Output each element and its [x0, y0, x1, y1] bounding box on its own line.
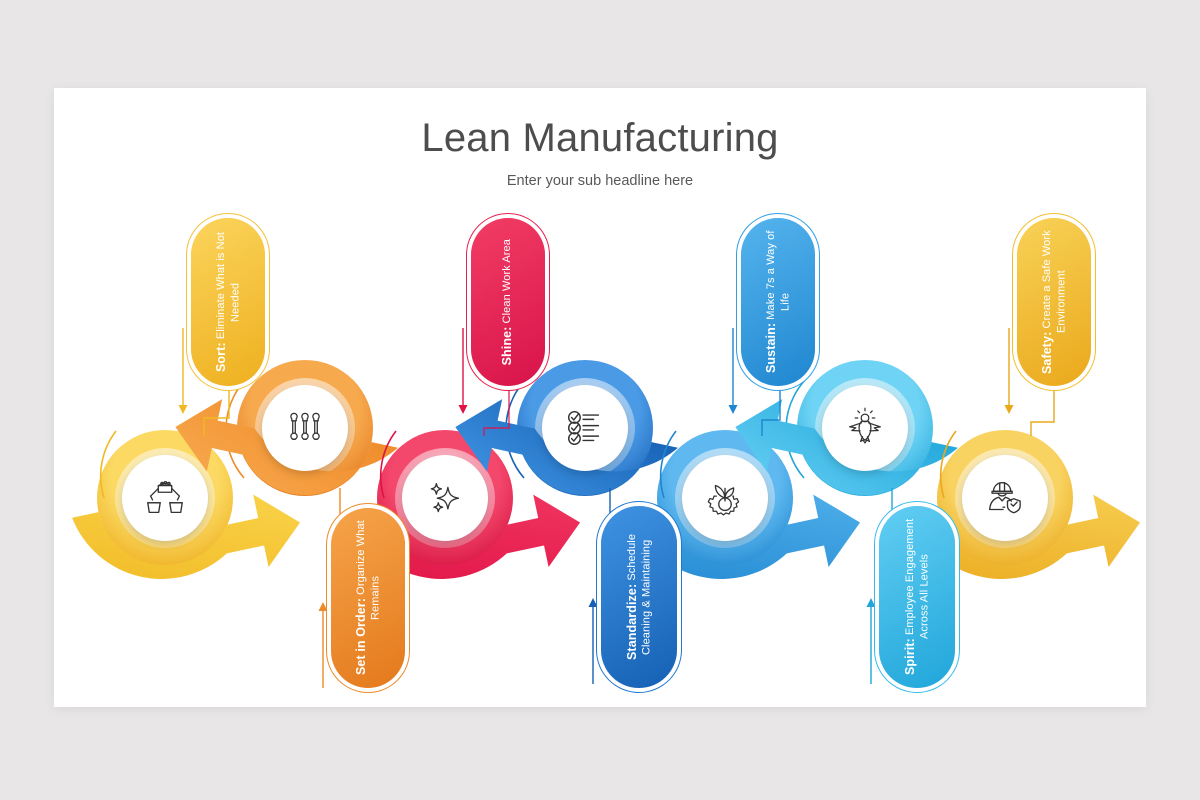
- step-7-subtitle: Create a Safe Work Environment: [1040, 230, 1067, 334]
- connector-7: [1030, 384, 1055, 436]
- pill-stems: [182, 328, 1010, 688]
- step-3-label-pill[interactable]: Shine: Clean Work Area: [471, 218, 545, 386]
- step-5-title: Sustain:: [763, 323, 778, 374]
- step-5-icon-disc[interactable]: [682, 455, 768, 541]
- page-title: Lean Manufacturing: [421, 116, 779, 160]
- step-3-label-text: Shine: Clean Work Area: [500, 229, 515, 375]
- sparkle-icon: [430, 482, 460, 513]
- step-4-label-pill[interactable]: Standardize: Schedule Cleaning & Maintai…: [601, 506, 677, 688]
- step-1-icon-disc[interactable]: [122, 455, 208, 541]
- safety-worker-icon: [988, 481, 1021, 514]
- pill-stem-arrowheads: [178, 405, 1014, 611]
- wrenches-icon: [290, 412, 320, 441]
- step-1-title: Sort:: [213, 342, 228, 373]
- checklist-icon: [567, 410, 600, 446]
- step-6-title: Spirit:: [902, 638, 917, 676]
- step-7-title: Safety:: [1039, 331, 1054, 374]
- step-2-label-pill[interactable]: Set in Order: Organize What Remains: [331, 508, 405, 688]
- connector-3: [483, 384, 510, 436]
- step-4-label-text: Standardize: Schedule Cleaning & Maintai…: [625, 506, 654, 688]
- step-7-icon-disc[interactable]: [962, 455, 1048, 541]
- connector-1: [203, 384, 230, 436]
- dove-icon: [849, 407, 881, 444]
- step-3-title: Shine:: [500, 326, 515, 366]
- step-7-label-text: Safety: Create a Safe Work Environment: [1040, 218, 1069, 386]
- step-2-title: Set in Order:: [353, 598, 368, 676]
- step-6-label-pill[interactable]: Spirit: Employee Engagement Across All L…: [879, 506, 955, 688]
- step-5-label-text: Sustain: Make 7s a Way of Life: [764, 218, 793, 386]
- step-6-subtitle: Employee Engagement Across All Levels: [903, 518, 930, 640]
- step-2-icon-disc[interactable]: [262, 385, 348, 471]
- sorting-bins-icon: [147, 481, 183, 514]
- step-3-subtitle: Clean Work Area: [501, 238, 514, 324]
- page-subtitle: Enter your sub headline here: [506, 173, 694, 189]
- step-4-icon-disc[interactable]: [542, 385, 628, 471]
- infographic-stage: Sort: Eliminate What is Not Needed Set i…: [54, 88, 1146, 707]
- step-2-label-text: Set in Order: Organize What Remains: [354, 508, 383, 688]
- step-1-label-pill[interactable]: Sort: Eliminate What is Not Needed: [191, 218, 265, 386]
- step-3-icon-disc[interactable]: [402, 455, 488, 541]
- step-4-title: Standardize:: [624, 583, 639, 661]
- step-7-label-pill[interactable]: Safety: Create a Safe Work Environment: [1017, 218, 1091, 386]
- step-1-label-text: Sort: Eliminate What is Not Needed: [214, 218, 243, 386]
- step-5-subtitle: Make 7s a Way of Life: [764, 230, 791, 320]
- step-6-label-text: Spirit: Employee Engagement Across All L…: [903, 506, 932, 688]
- connector-5: [761, 384, 781, 436]
- step-1-subtitle: Eliminate What is Not Needed: [214, 231, 241, 340]
- step-5-label-pill[interactable]: Sustain: Make 7s a Way of Life: [741, 218, 815, 386]
- plant-gear-icon: [707, 484, 740, 516]
- step-6-icon-disc[interactable]: [822, 385, 908, 471]
- slide-canvas: Lean Manufacturing Enter your sub headli…: [54, 88, 1146, 707]
